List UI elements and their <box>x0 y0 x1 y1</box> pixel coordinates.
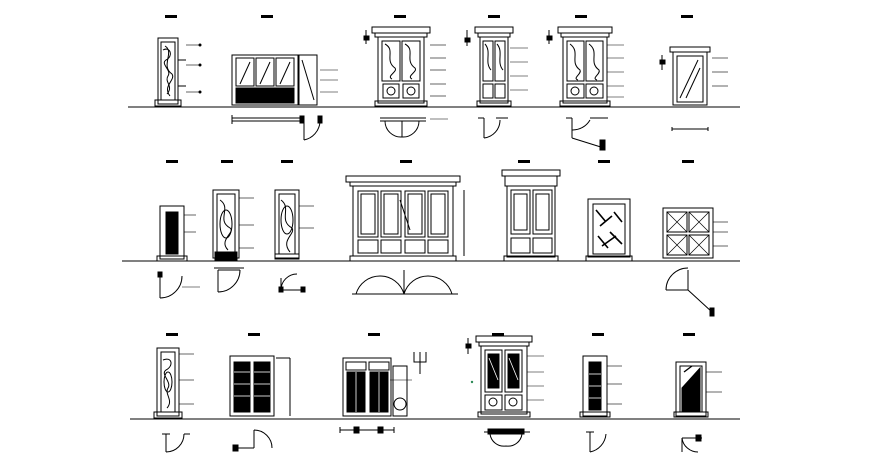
door-single-etched-glass-2 <box>673 361 722 453</box>
double-door-cornice-3 <box>546 26 624 151</box>
double-door-cross-panels <box>662 207 728 317</box>
row-1-title-marks <box>165 15 693 18</box>
glazed-partition-with-side-door <box>231 54 338 141</box>
door-single-etched-glass <box>585 198 633 262</box>
double-door-cornice-2 <box>464 26 528 139</box>
four-leaf-door-with-cornice <box>345 175 465 295</box>
double-door-cornice-1 <box>363 26 448 138</box>
double-door-cornice-5 <box>465 335 544 447</box>
double-door-dark-glass-2 <box>339 352 427 434</box>
row-2-elevations <box>122 160 740 317</box>
door-single-carved-1 <box>154 37 202 107</box>
row-1-elevations <box>128 15 740 151</box>
row-3-title-marks <box>166 333 695 336</box>
row-3-elevations <box>130 333 740 453</box>
door-single-carved-4 <box>153 347 194 453</box>
double-door-cornice-4 <box>501 169 561 262</box>
row-2-title-marks <box>166 160 694 163</box>
door-single-carved-3 <box>274 189 314 293</box>
double-door-dark-glass-1 <box>229 355 291 452</box>
door-single-carved-2 <box>212 189 254 293</box>
door-single-dark-panel-2 <box>579 355 622 453</box>
door-single-dark-panel <box>156 205 200 299</box>
framed-glass-door <box>659 46 728 131</box>
